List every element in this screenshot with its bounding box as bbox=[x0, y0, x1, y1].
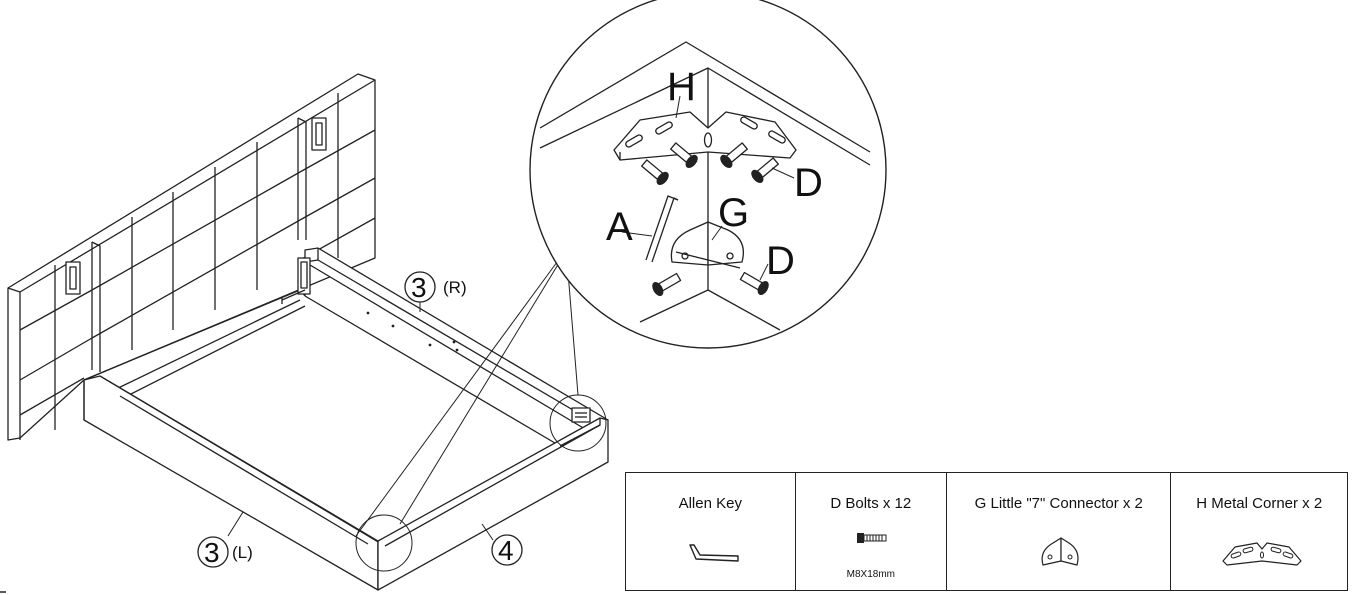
parts-table: Allen Key D Bolts x 12 M8X18mm G Little … bbox=[625, 472, 1348, 591]
metal-corner-icon bbox=[1222, 542, 1303, 566]
connector-label: G Little "7" Connector x 2 bbox=[974, 495, 1143, 512]
bolts-label: D Bolts x 12 bbox=[830, 495, 912, 512]
bed-frame bbox=[83, 247, 609, 591]
allen-key-label: Allen Key bbox=[678, 495, 742, 512]
parts-cell-bolts: D Bolts x 12 M8X18mm bbox=[796, 473, 948, 590]
bolt-size: M8X18mm bbox=[846, 569, 895, 580]
callout-d-top: D bbox=[794, 161, 823, 205]
panel-number-left: 3 bbox=[204, 537, 220, 568]
parts-cell-connector: G Little "7" Connector x 2 bbox=[947, 473, 1172, 590]
panel-number-right: 3 bbox=[411, 272, 427, 303]
headboard bbox=[7, 73, 376, 441]
parts-cell-metal-corner: H Metal Corner x 2 bbox=[1171, 473, 1347, 590]
panel-tag-left: (L) bbox=[232, 543, 253, 562]
bolt-icon bbox=[856, 533, 887, 543]
metal-corner-plate bbox=[613, 111, 797, 161]
callout-d-bottom: D bbox=[766, 239, 795, 283]
callout-a: A bbox=[606, 205, 633, 249]
zoom-detail bbox=[529, 0, 887, 349]
panel-number-foot: 4 bbox=[498, 535, 514, 566]
metal-corner-label: H Metal Corner x 2 bbox=[1196, 495, 1323, 512]
callout-h: H bbox=[667, 65, 696, 109]
allen-key-detail bbox=[645, 195, 679, 263]
zoom-bolts bbox=[641, 142, 779, 297]
panel-tag-right: (R) bbox=[443, 278, 467, 297]
callout-g: G bbox=[718, 191, 749, 235]
connector-icon bbox=[1041, 537, 1079, 566]
allen-key-icon bbox=[689, 544, 739, 562]
parts-cell-allen-key: Allen Key bbox=[626, 473, 796, 590]
